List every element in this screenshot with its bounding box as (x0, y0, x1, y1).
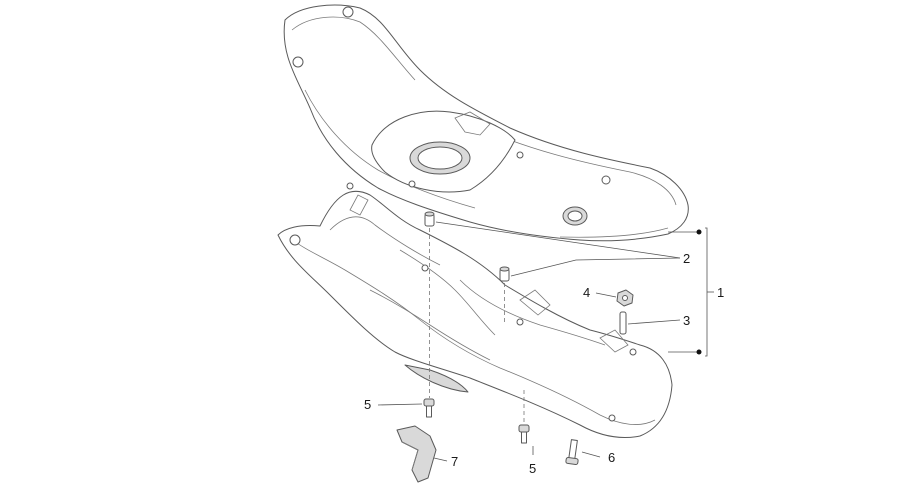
mount-hole (289, 234, 301, 246)
bracket-part-7 (396, 425, 437, 483)
spacer-part-2b (499, 266, 510, 282)
callout-label-3: 3 (683, 313, 690, 328)
mount-hole (516, 151, 524, 159)
callout-label-7: 7 (451, 454, 458, 469)
pin-part-3 (619, 311, 627, 335)
screw-part-5b (518, 424, 530, 444)
mount-hole (292, 56, 304, 68)
handlebar-upper-cover (283, 4, 689, 242)
mount-hole (516, 318, 524, 326)
screw-part-6 (565, 439, 579, 466)
mount-hole (421, 264, 429, 272)
callout-label-4: 4 (583, 285, 590, 300)
bracket-endpoint-dot (696, 349, 702, 355)
handlebar-lower-frame (277, 182, 673, 439)
mount-hole (601, 175, 611, 185)
mount-hole (629, 348, 637, 356)
callout-label-2: 2 (683, 251, 690, 266)
mount-hole (346, 182, 354, 190)
bracket-endpoint-dot (696, 229, 702, 235)
mount-hole (342, 6, 354, 18)
assembly-axis-lines (429, 228, 525, 424)
nut-part-4 (616, 289, 634, 307)
mount-hole (608, 414, 616, 422)
callout-label-6: 6 (608, 450, 615, 465)
mount-hole (408, 180, 416, 188)
screw-part-5a (423, 398, 435, 418)
callout-label-5b: 5 (529, 461, 536, 476)
leader-lines (377, 221, 714, 462)
callout-label-5a: 5 (364, 397, 371, 412)
callout-label-1: 1 (717, 285, 724, 300)
spacer-part-2a (424, 211, 435, 227)
